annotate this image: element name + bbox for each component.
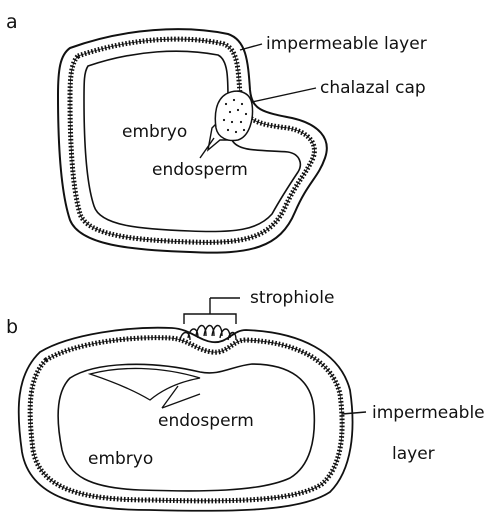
label-endosperm-b: endosperm <box>158 411 254 431</box>
label-embryo-a: embryo <box>122 122 187 142</box>
panel-b-letter: b <box>6 316 18 338</box>
panel-a-embryo-outline <box>84 51 300 231</box>
leader-impermeable-layer-b <box>342 412 366 414</box>
label-embryo-b: embryo <box>88 449 153 469</box>
label-endosperm-a: endosperm <box>152 160 248 180</box>
label-impermeable-layer-a: impermeable layer <box>266 34 427 54</box>
panel-b-strophiole-bracket <box>184 314 236 324</box>
label-chalazal-cap: chalazal cap <box>320 78 426 98</box>
panel-a-chalazal-cap <box>215 91 252 140</box>
panel-a: a impermeable layer chalazal cap embryo … <box>6 11 427 253</box>
panel-b: b strophiole endosperm embryo impe <box>6 288 485 511</box>
panel-a-letter: a <box>6 11 18 33</box>
label-strophiole: strophiole <box>250 288 334 308</box>
panel-a-layer-outline <box>70 39 314 242</box>
label-impermeable-b-line1: impermeable <box>372 403 485 423</box>
leader-chalazal-cap <box>252 88 316 102</box>
label-impermeable-b-line2: layer <box>392 444 435 464</box>
panel-a-impermeable-layer <box>70 39 314 242</box>
panel-b-endosperm <box>90 368 200 400</box>
leader-endosperm-a <box>200 138 214 158</box>
